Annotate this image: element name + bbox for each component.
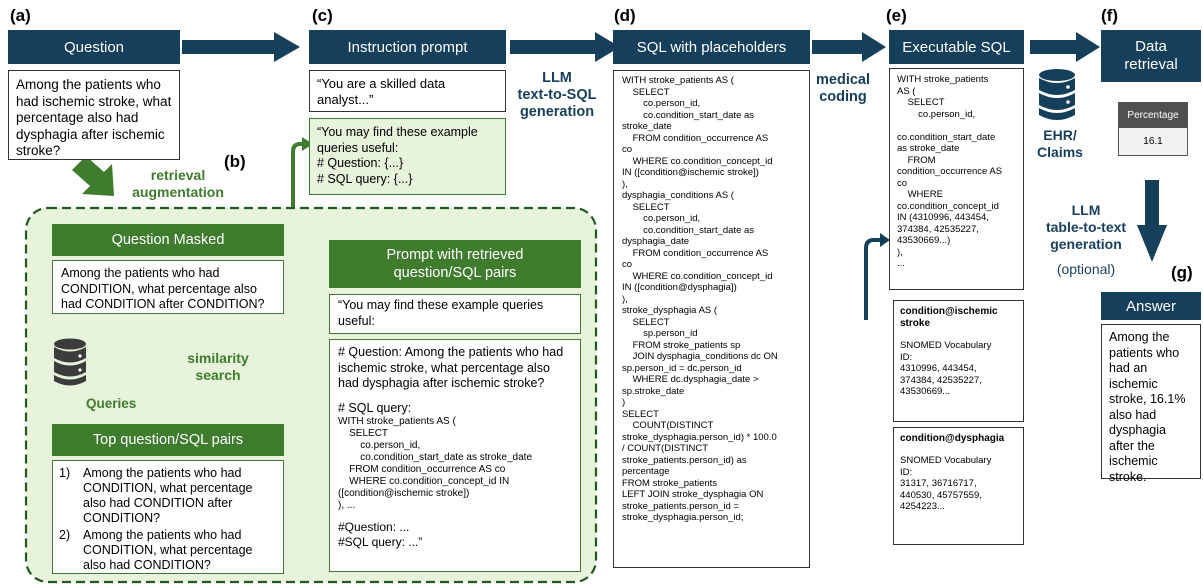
medical-coding-label: medical coding	[816, 72, 870, 105]
coding-ischemic-box: condition@ischemic stroke SNOMED Vocabul…	[893, 300, 1024, 422]
top-pair-text-2: Among the patients who had CONDITION, wh…	[83, 528, 253, 572]
label-f: (f)	[1101, 6, 1118, 25]
optional-label: (optional)	[1056, 261, 1116, 277]
top-pair-text-1: Among the patients who had CONDITION, wh…	[83, 466, 253, 525]
arrow-executable-to-retrieval	[1030, 32, 1100, 62]
prompt-retrieved-sql-label: # SQL query:	[338, 400, 412, 415]
top-pair-number-1: 1)	[59, 466, 71, 480]
similarity-search-label: similarity search	[187, 350, 249, 383]
label-c: (c)	[312, 6, 333, 25]
answer-box: Among the patients who had an ischemic s…	[1101, 324, 1201, 484]
prompt-retrieved-box: # Question: Among the patients who had i…	[329, 339, 581, 572]
label-d: (d)	[614, 6, 636, 25]
data-retrieval-header: Data retrieval	[1101, 30, 1201, 82]
ehr-claims-label: EHR/ Claims	[1037, 127, 1083, 160]
top-pairs-header: Top question/SQL pairs	[52, 424, 284, 456]
coding-ischemic-title: condition@ischemic stroke	[900, 306, 998, 329]
label-g: (g)	[1171, 263, 1193, 282]
llm-text-to-sql-label: LLM text-to-SQL generation	[517, 70, 597, 120]
result-table: Percentage 16.1	[1118, 102, 1188, 156]
llm-table-to-text-label: LLM table-to-text generation	[1045, 202, 1127, 252]
question-box: Among the patients who had ischemic stro…	[8, 70, 180, 160]
connector-coding-to-executable	[864, 238, 882, 320]
instruction-header: Instruction prompt	[309, 30, 506, 64]
coding-dysphagia-body: SNOMED Vocabulary ID: 31317, 36716717, 4…	[900, 455, 992, 512]
retrieval-augmentation-label: retrieval augmentation	[132, 167, 224, 200]
prompt-retrieved-tail: #Question: ... #SQL query: ...”	[338, 519, 423, 549]
connector-prompt-to-instruction	[291, 142, 318, 386]
prompt-retrieved-intro: “You may find these example queries usef…	[329, 294, 581, 334]
top-pairs-box: 1) Among the patients who had CONDITION,…	[52, 460, 284, 574]
arrow-retrieval-to-answer	[1137, 180, 1167, 262]
queries-label: Queries	[86, 396, 137, 411]
label-b: (b)	[224, 152, 246, 171]
arrow-instruction-to-sql	[510, 32, 620, 62]
queries-database-icon	[54, 338, 86, 386]
arrow-question-to-retrieval	[72, 156, 114, 196]
sql-placeholders-header: SQL with placeholders	[613, 30, 810, 64]
label-a: (a)	[10, 6, 31, 25]
coding-ischemic-body: SNOMED Vocabulary ID: 4310996, 443454, 3…	[900, 340, 992, 397]
sql-placeholders-box: WITH stroke_patients AS ( SELECT co.pers…	[613, 70, 810, 568]
coding-dysphagia-box: condition@dysphagia SNOMED Vocabulary ID…	[893, 427, 1024, 545]
instruction-text-box: “You are a skilled data analyst...”	[309, 70, 506, 112]
instruction-examples-box: “You may find these example queries usef…	[309, 118, 506, 195]
result-table-value: 16.1	[1119, 128, 1187, 155]
question-masked-box: Among the patients who had CONDITION, wh…	[52, 260, 284, 314]
coding-dysphagia-title: condition@dysphagia	[900, 433, 1005, 444]
executable-sql-header: Executable SQL	[889, 30, 1024, 64]
prompt-retrieved-header: Prompt with retrieved question/SQL pairs	[329, 240, 581, 288]
top-pair-item-2: 2) Among the patients who had CONDITION,…	[59, 528, 277, 573]
label-e: (e)	[886, 6, 907, 25]
top-pair-item-1: 1) Among the patients who had CONDITION,…	[59, 466, 277, 526]
prompt-retrieved-question: # Question: Among the patients who had i…	[338, 345, 564, 390]
result-table-header: Percentage	[1119, 103, 1187, 128]
arrow-sql-to-executable	[812, 32, 886, 62]
arrow-question-to-instruction	[182, 32, 300, 62]
ehr-database-icon	[1039, 69, 1075, 120]
question-header: Question	[8, 30, 180, 64]
top-pair-number-2: 2)	[59, 528, 71, 542]
question-masked-header: Question Masked	[52, 224, 284, 256]
answer-header: Answer	[1101, 292, 1201, 320]
executable-sql-box: WITH stroke_patients AS ( SELECT co.pers…	[889, 68, 1024, 290]
prompt-retrieved-sql-code: WITH stroke_patients AS ( SELECT co.pers…	[338, 415, 533, 511]
